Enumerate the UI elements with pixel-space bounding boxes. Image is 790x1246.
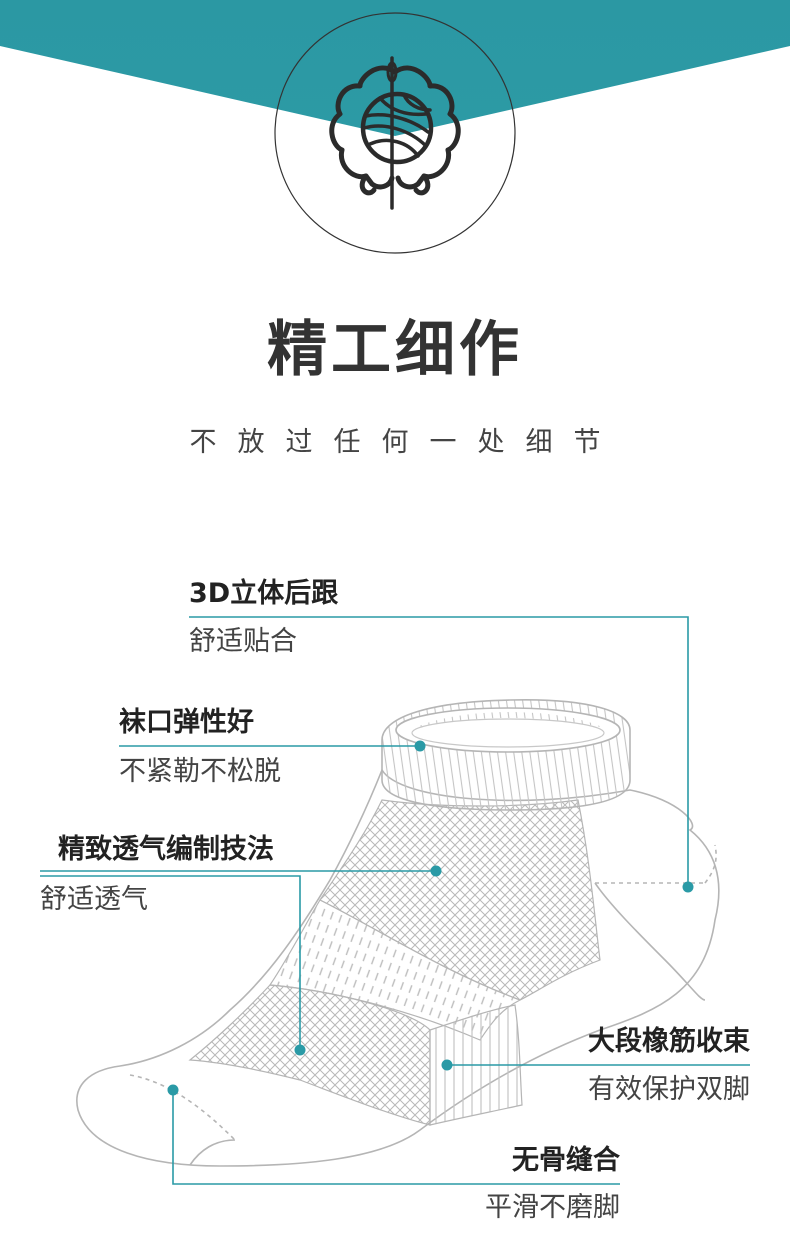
hotspot-mesh[interactable]	[430, 865, 442, 877]
hotspot-elastic[interactable]	[441, 1059, 453, 1071]
header-banner	[0, 0, 790, 254]
yarn-ball-needle-icon	[329, 56, 461, 210]
sock-cuff	[381, 699, 631, 811]
badge-circle	[274, 12, 516, 254]
hotspot-cuff[interactable]	[414, 740, 426, 752]
feature-desc-heel: 舒适贴合	[189, 626, 297, 657]
page-subtitle: 不放过任何一处细节	[189, 427, 622, 458]
page-title: 精工细作	[267, 315, 523, 385]
feature-title-heel: 3D立体后跟	[189, 578, 339, 609]
feature-title-toe: 无骨缝合	[512, 1145, 620, 1176]
hotspot-mesh-lower[interactable]	[294, 1044, 306, 1056]
mesh-panel-lower	[188, 984, 431, 1126]
feature-desc-elastic: 有效保护双脚	[588, 1074, 750, 1105]
hotspot-toe[interactable]	[167, 1084, 179, 1096]
hotspot-heel[interactable]	[682, 881, 694, 893]
feature-title-cuff: 袜口弹性好	[119, 707, 254, 738]
leader-heel	[189, 616, 689, 887]
feature-desc-mesh: 舒适透气	[40, 884, 148, 915]
sock-outline	[76, 768, 720, 1167]
feature-desc-toe: 平滑不磨脚	[485, 1192, 620, 1223]
leader-toe	[172, 1090, 620, 1185]
feature-title-elastic: 大段橡筋收束	[588, 1026, 750, 1057]
leader-mesh-lower	[40, 875, 301, 1050]
feature-title-mesh: 精致透气编制技法	[58, 834, 274, 865]
feature-desc-cuff: 不紧勒不松脱	[119, 756, 281, 787]
